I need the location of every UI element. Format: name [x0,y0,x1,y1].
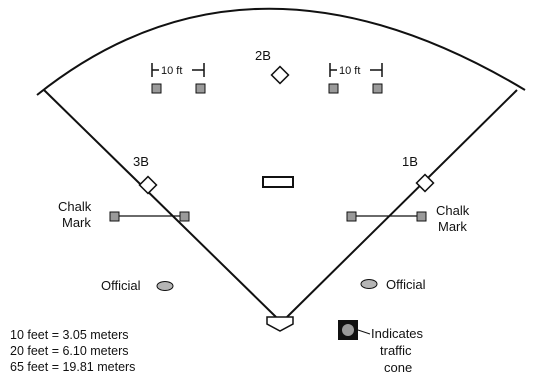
third-base-bag [138,175,158,195]
legend-cone-icon [342,324,354,336]
chalk-mark-label-left-line1: Chalk [58,199,92,214]
spacing-marker-right: 10 ft [329,63,383,77]
official-label-left: Official [101,278,141,293]
first-base-foul-line [286,89,518,318]
unit-conversions: 10 feet = 3.05 meters 20 feet = 6.10 met… [10,327,135,375]
official-label-right: Official [386,277,426,292]
official-marker-left [156,281,174,291]
second-base-label: 2B [255,48,271,63]
traffic-cone [195,83,206,94]
third-base-foul-line [43,89,277,318]
chalk-mark-label-right-line2: Mark [438,219,467,234]
spacing-label-left: 10 ft [161,65,182,77]
third-base-label: 3B [133,154,149,169]
spacing-marker-left: 10 ft [151,63,205,77]
first-base-bag [415,173,435,193]
conversion-line: 10 feet = 3.05 meters [10,328,129,342]
home-plate [266,316,294,332]
legend-line-2: traffic [380,343,412,358]
traffic-cone [151,83,162,94]
spacing-label-right: 10 ft [339,65,360,77]
conversion-line: 20 feet = 6.10 meters [10,344,129,358]
second-base-bag [270,65,290,85]
traffic-cone [372,83,383,94]
official-marker-right [360,279,378,289]
first-base-label: 1B [402,154,418,169]
traffic-cone [179,211,190,222]
chalk-mark-label-left-line2: Mark [62,215,91,230]
legend-line-1: Indicates [371,326,424,341]
traffic-cone [416,211,427,222]
legend-line-3: cone [384,360,412,375]
pitchers-rubber [262,176,294,188]
conversion-line: 65 feet = 19.81 meters [10,360,136,374]
traffic-cone [346,211,357,222]
legend-pointer [357,329,371,335]
traffic-cone [328,83,339,94]
chalk-mark-label-right-line1: Chalk [436,203,470,218]
outfield-arc [36,7,526,96]
traffic-cone [109,211,120,222]
